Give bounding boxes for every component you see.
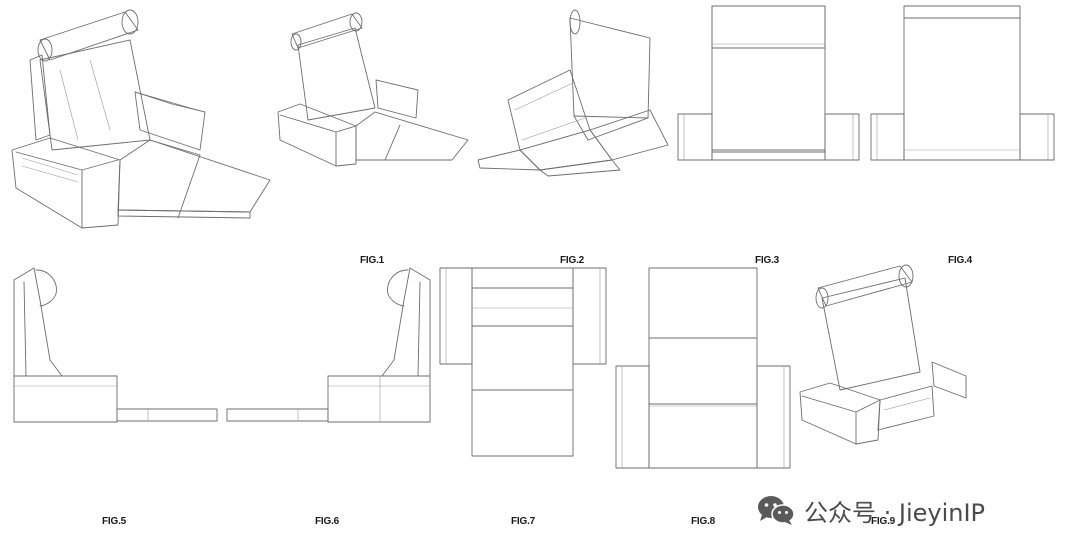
fig7-label: FIG.7 (511, 516, 536, 527)
watermark: 公众号 · JieyinIP (756, 492, 985, 528)
wechat-icon (758, 496, 795, 525)
fig2-drawing (277, 12, 469, 167)
fig9-label: FIG.9 (871, 516, 896, 527)
fig3-drawing (477, 9, 669, 177)
fig3-front-view (677, 5, 860, 161)
fig6-label: FIG.6 (315, 516, 340, 527)
fig5-drawing (13, 267, 218, 423)
fig3-label: FIG.3 (755, 255, 780, 266)
fig4-drawing (870, 5, 1055, 161)
fig8-label: FIG.8 (691, 516, 716, 527)
fig8-drawing (615, 267, 791, 469)
fig6-drawing (226, 267, 431, 423)
fig4-label: FIG.4 (948, 255, 973, 266)
fig1-drawing (11, 9, 271, 229)
fig5-label: FIG.5 (102, 516, 127, 527)
watermark-text: 公众号 · JieyinIP (804, 498, 986, 527)
fig9-drawing (799, 264, 967, 445)
fig1-label: FIG.1 (360, 255, 385, 266)
fig7-drawing (439, 267, 607, 457)
fig2-label: FIG.2 (560, 255, 585, 266)
